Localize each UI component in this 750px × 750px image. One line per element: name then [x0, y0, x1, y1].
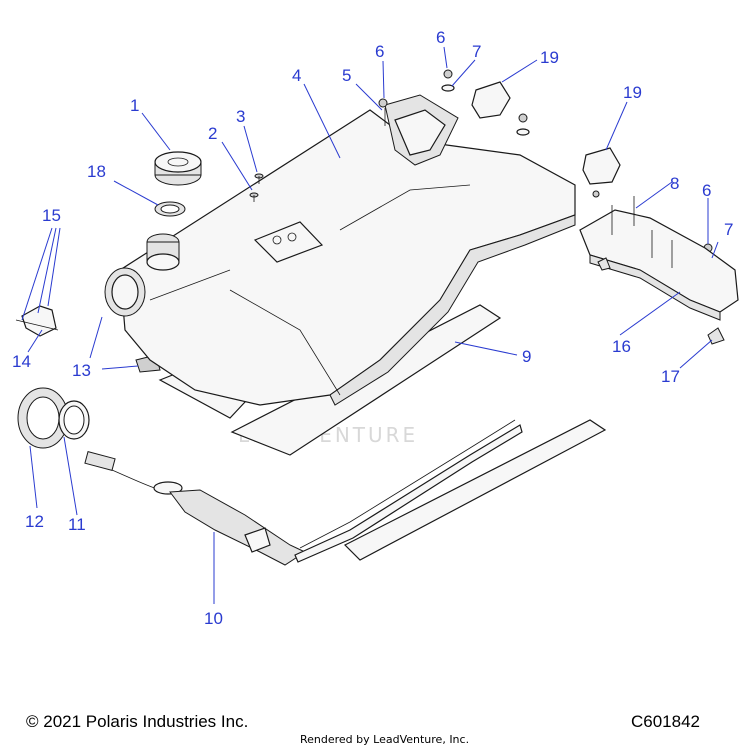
- callout-5: 5: [342, 66, 351, 85]
- screw-2[interactable]: [249, 192, 259, 202]
- callout-19-top: 19: [540, 48, 559, 67]
- diagram-code: C601842: [630, 712, 700, 731]
- callout-9: 9: [522, 347, 531, 366]
- callout-14: 14: [12, 352, 31, 371]
- callout-6-top: 6: [375, 42, 384, 61]
- callout-6-mid: 6: [436, 28, 445, 47]
- callout-1: 1: [130, 96, 139, 115]
- bracket-assembly[interactable]: [579, 190, 739, 321]
- callout-3: 3: [236, 107, 245, 126]
- nut-6-mid[interactable]: [443, 69, 453, 79]
- callout-13: 13: [72, 361, 91, 380]
- callout-6-right: 6: [702, 181, 711, 200]
- fuel-cap[interactable]: [154, 151, 202, 186]
- rendered-by-text: Rendered by LeadVenture, Inc.: [300, 733, 470, 746]
- callout-16: 16: [612, 337, 631, 356]
- bumper-19-right[interactable]: [582, 147, 621, 185]
- callout-17: 17: [661, 367, 680, 386]
- cap-seal[interactable]: [154, 201, 186, 217]
- tank-strap-bracket[interactable]: [384, 94, 459, 166]
- callout-10: 10: [204, 609, 223, 628]
- callout-12: 12: [25, 512, 44, 531]
- callout-15: 15: [42, 206, 61, 225]
- clip-bracket-bottom[interactable]: [597, 257, 611, 271]
- callout-8: 8: [670, 174, 679, 193]
- callout-2: 2: [208, 124, 217, 143]
- lock-ring[interactable]: [17, 387, 69, 449]
- callout-11: 11: [68, 515, 86, 534]
- callout-19-right: 19: [623, 83, 642, 102]
- copyright-text: © 2021 Polaris Industries Inc.: [26, 712, 249, 731]
- callout-4: 4: [292, 66, 301, 85]
- pump-gasket[interactable]: [58, 400, 90, 440]
- nut-right-top[interactable]: [516, 113, 530, 136]
- leader-lines: [21, 46, 719, 604]
- fuel-pump-assembly[interactable]: [84, 419, 607, 566]
- callout-7-right: 7: [724, 220, 733, 239]
- screw-3[interactable]: [254, 173, 264, 184]
- nut-6-top[interactable]: [378, 98, 388, 108]
- washer-7-mid[interactable]: [441, 84, 455, 92]
- callout-18: 18: [87, 162, 106, 181]
- callout-7-mid: 7: [472, 42, 481, 61]
- fuel-tank[interactable]: [104, 109, 576, 406]
- bumper-19-top[interactable]: [471, 81, 511, 119]
- callout-labels: 1 2 3 4 5 6 6 7 19 19 8 6 7 16 17 9 18 1…: [12, 28, 733, 628]
- bracket-14[interactable]: [15, 305, 59, 337]
